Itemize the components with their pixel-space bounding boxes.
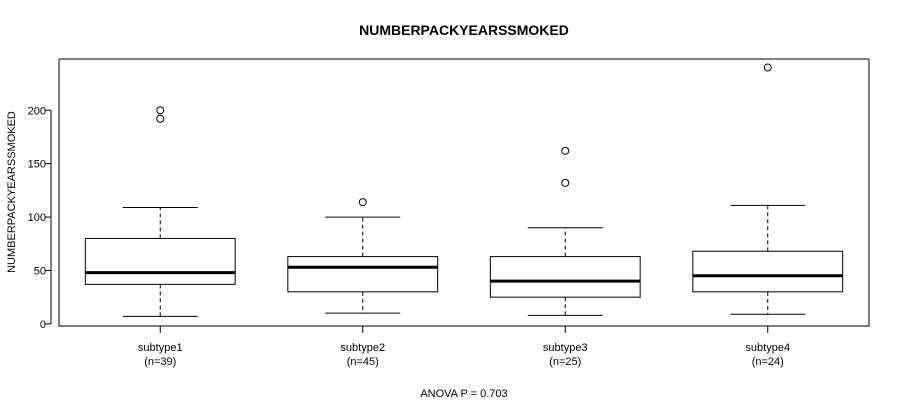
chart-title: NUMBERPACKYEARSSMOKED xyxy=(359,22,569,38)
iqr-box xyxy=(489,256,641,298)
x-count-label: (n=24) xyxy=(752,356,784,368)
y-tick-label: 50 xyxy=(34,265,46,277)
boxes-layer: subtype1 (n=39) subtype2 (n=45) subtype3 (n=2… xyxy=(84,63,844,368)
y-tick-label: 150 xyxy=(28,159,46,171)
outlier-point xyxy=(156,106,165,115)
x-tick-label: subtype2 xyxy=(340,342,385,354)
box-group-subtype1: subtype1 (n=39) xyxy=(84,106,236,368)
y-axis-label: NUMBERPACKYEARSSMOKED xyxy=(6,111,18,273)
outlier-point xyxy=(561,178,570,187)
plot-frame xyxy=(58,58,870,327)
iqr-box xyxy=(287,256,439,293)
y-tick-label: 200 xyxy=(28,105,46,117)
x-count-label: (n=39) xyxy=(144,356,176,368)
box-group-subtype3: subtype3 (n=25) xyxy=(489,146,641,368)
x-tick-label: subtype1 xyxy=(138,342,183,354)
iqr-box xyxy=(84,237,236,285)
x-count-label: (n=25) xyxy=(549,356,581,368)
x-count-label: (n=45) xyxy=(347,356,379,368)
anova-footer: ANOVA P = 0.703 xyxy=(420,388,507,400)
box-group-subtype2: subtype2 (n=45) xyxy=(287,198,439,368)
y-axis: 0 50 100 150 200 xyxy=(28,105,52,331)
iqr-box xyxy=(692,250,844,293)
outlier-point xyxy=(358,198,367,207)
x-tick-label: subtype3 xyxy=(543,342,588,354)
outlier-point xyxy=(763,63,772,72)
x-tick-label: subtype4 xyxy=(745,342,790,354)
outlier-point xyxy=(156,114,165,123)
y-tick-label: 0 xyxy=(40,319,46,331)
y-tick-label: 100 xyxy=(28,212,46,224)
box-group-subtype4: subtype4 (n=24) xyxy=(692,63,844,368)
outlier-point xyxy=(561,146,570,155)
